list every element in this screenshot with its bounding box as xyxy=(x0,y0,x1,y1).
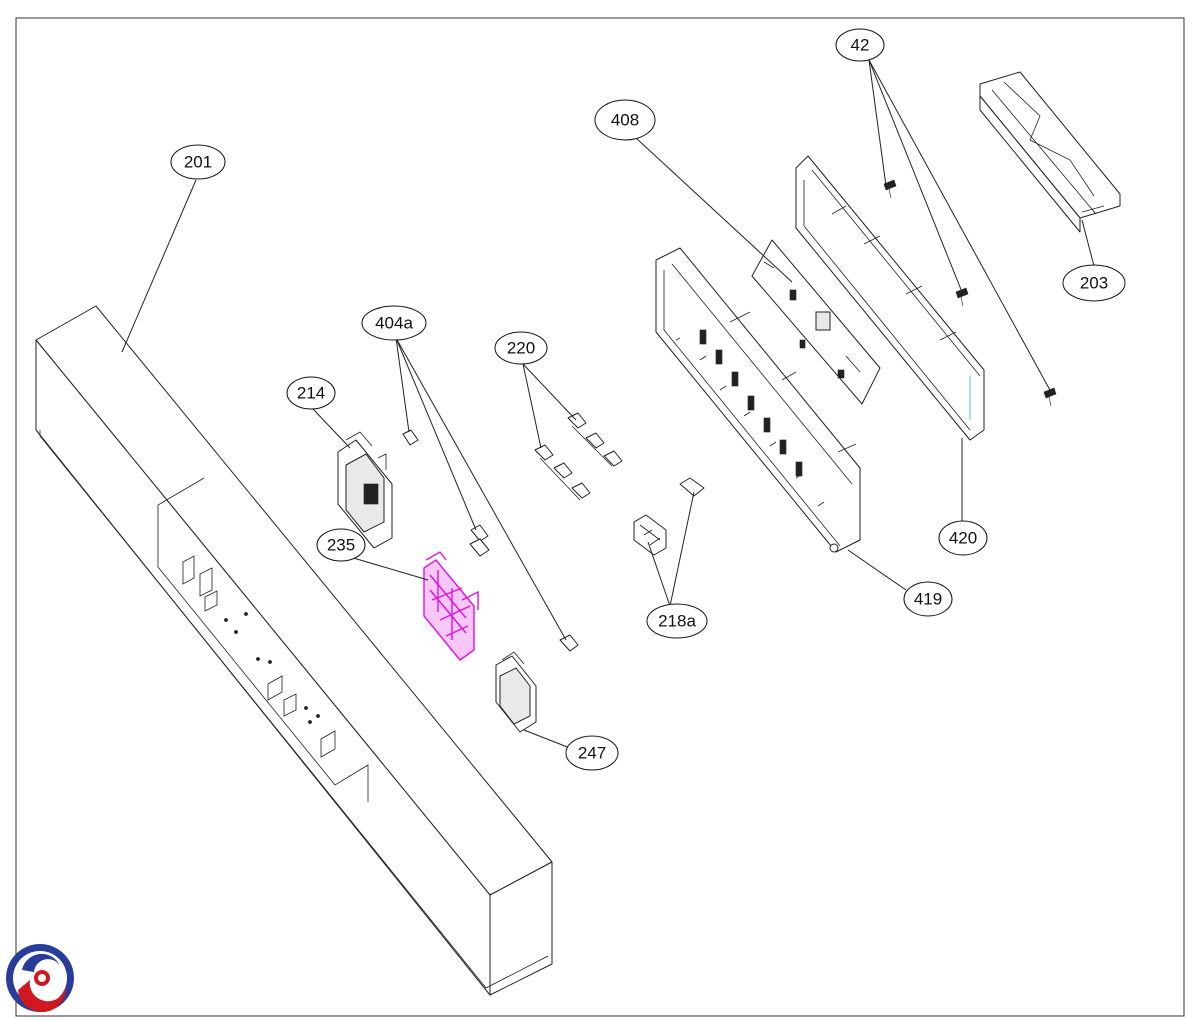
drawing-frame xyxy=(15,17,1185,1017)
callout-408-label: 408 xyxy=(611,111,639,130)
callout-214: 214 xyxy=(286,376,336,410)
callout-218a: 218a xyxy=(646,603,708,639)
callout-235-label: 235 xyxy=(327,536,355,555)
part-235-holder xyxy=(423,551,479,661)
callout-420-label: 420 xyxy=(949,529,977,548)
swirl-logo xyxy=(6,944,74,1013)
part-419-carrier xyxy=(655,247,861,553)
callout-247: 247 xyxy=(565,735,619,771)
part-42-screws xyxy=(883,179,1057,407)
part-218a-connectors xyxy=(633,477,705,556)
callout-404a: 404a xyxy=(361,305,427,341)
part-201-fascia xyxy=(35,305,553,996)
callout-408: 408 xyxy=(594,99,656,141)
callout-220-label: 220 xyxy=(507,339,535,358)
part-214-button-module xyxy=(337,431,393,549)
part-220-clips xyxy=(534,412,623,501)
callout-201: 201 xyxy=(170,144,226,180)
callout-420: 420 xyxy=(938,520,988,556)
leader-lines xyxy=(121,59,1095,749)
callout-235: 235 xyxy=(316,528,366,562)
part-420-bracket xyxy=(795,155,985,441)
part-203-cover xyxy=(979,71,1121,233)
callout-203: 203 xyxy=(1062,264,1126,302)
callout-203-label: 203 xyxy=(1080,274,1108,293)
callout-218a-label: 218a xyxy=(658,612,696,631)
callout-404a-label: 404a xyxy=(375,314,413,333)
callout-201-label: 201 xyxy=(184,153,212,172)
part-408-pcb xyxy=(751,239,881,405)
callout-214-label: 214 xyxy=(297,384,325,403)
callout-220: 220 xyxy=(494,331,548,365)
part-247-button xyxy=(495,651,537,733)
callout-42: 42 xyxy=(835,28,885,62)
callout-42-label: 42 xyxy=(851,36,870,55)
callout-419: 419 xyxy=(903,581,953,617)
callout-247-label: 247 xyxy=(578,744,606,763)
callout-419-label: 419 xyxy=(914,590,942,609)
